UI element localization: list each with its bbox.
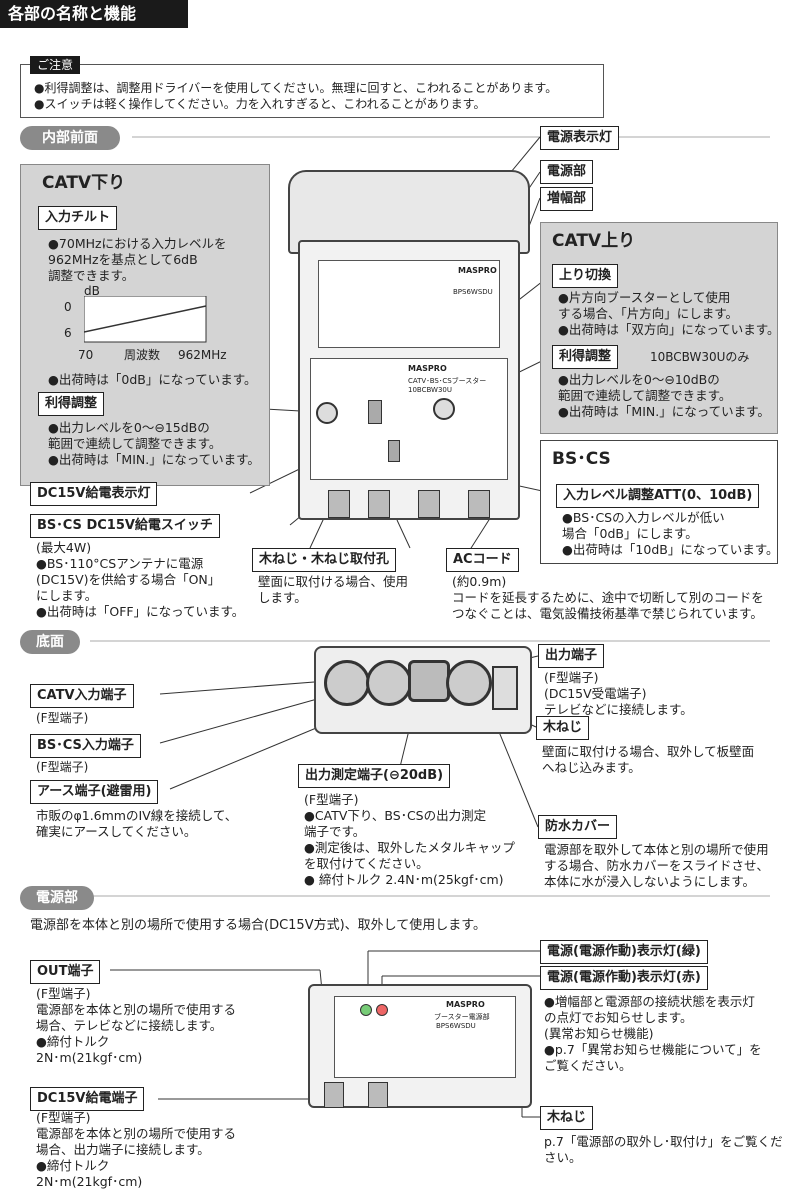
measure-text: (F型端子) ●CATV下り、BS･CSの出力測定 端子です。 ●測定後は、取外…	[304, 792, 515, 887]
att-text: ●BS･CSの入力レベルが低い 場合「0dB」にします。 ●出荷時は「10dB」…	[562, 510, 779, 557]
f-connector-icon	[468, 490, 490, 518]
catv-up-gain-label: 利得調整	[552, 345, 619, 369]
power-screw-text: p.7「電源部の取外し･取付け」をご覧くだ さい。	[544, 1134, 783, 1165]
bscs-title: BS･CS	[552, 449, 611, 469]
catv-down-title: CATV下り	[42, 173, 126, 193]
amp-unit-label: 増幅部	[540, 187, 594, 211]
input-tilt-label: 入力チルト	[38, 206, 118, 230]
bottom-screw-label: 木ねじ	[536, 716, 590, 740]
bscs-input-connector-icon	[366, 660, 412, 706]
section-bottom-pill: 底面	[20, 630, 80, 654]
power-unit-label: 電源部	[540, 160, 594, 184]
out-terminal-text: (F型端子) 電源部を本体と別の場所で使用する 場合、テレビなどに接続します。 …	[36, 986, 237, 1065]
catv-in-text: (F型端子)	[36, 711, 89, 725]
dc15v-terminal-label: DC15V給電端子	[30, 1087, 145, 1111]
up-switch-icon[interactable]	[368, 400, 382, 424]
earth-label: アース端子(避雷用)	[30, 780, 159, 804]
graph-x2: 962MHz	[178, 348, 227, 362]
catv-up-gain-text: ●出力レベルを0〜⊖10dBの 範囲で連続して調整できます。 ●出荷時は「MIN…	[558, 372, 770, 419]
input-tilt-text: ●70MHzにおける入力レベルを 962MHzを基点として6dB 調整できます。	[48, 236, 227, 283]
measure-connector-icon	[408, 660, 450, 702]
caution-box	[20, 64, 604, 118]
power-lamp-label: 電源表示灯	[540, 126, 620, 150]
caution-text: ●利得調整は、調整用ドライバーを使用してください。無理に回すと、こわれることがあ…	[34, 81, 558, 111]
catv-in-label: CATV入力端子	[30, 684, 134, 708]
up-switch-label: 上り切換	[552, 264, 619, 288]
lamp-text: ●増幅部と電源部の接続状態を表示灯 の点灯でお知らせします。 (異常お知らせ機能…	[544, 994, 762, 1073]
catv-up-panel	[540, 222, 778, 434]
att-switch-icon[interactable]	[388, 440, 400, 462]
section-power-pill: 電源部	[20, 886, 94, 910]
catv-down-factory: ●出荷時は「0dB」になっています。	[48, 372, 257, 387]
catv-up-title: CATV上り	[552, 231, 636, 251]
screw-hole-text: 壁面に取付ける場合、使用 します。	[258, 574, 409, 605]
f-connector-icon	[328, 490, 350, 518]
f-connector-icon	[418, 490, 440, 518]
catv-input-connector-icon	[324, 660, 370, 706]
output-label: 出力端子	[538, 644, 605, 668]
graph-unit: dB	[84, 284, 100, 298]
out-terminal-label: OUT端子	[30, 960, 101, 984]
dc15v-connector-icon	[368, 1082, 388, 1108]
output-connector-icon	[446, 660, 492, 706]
screw-hole-label: 木ねじ・木ねじ取付孔	[252, 548, 397, 572]
device-front-illustration: MASPRO BPS6WSDU MASPRO CATV･BS･CSブースター 1…	[288, 170, 530, 520]
waterproof-cover-icon	[492, 666, 518, 710]
graph-y0: 0	[64, 300, 72, 314]
catv-up-gain-knob-icon[interactable]	[433, 398, 455, 420]
power-unit-illustration: MASPRO ブースター電源部 BPS6WSDU	[308, 984, 532, 1108]
red-lamp-icon	[376, 1004, 388, 1016]
bottom-screw-text: 壁面に取付ける場合、取外して板壁面 へねじ込みます。	[542, 744, 755, 775]
catv-down-gain-knob-icon[interactable]	[316, 402, 338, 424]
dc15v-lamp-label: DC15V給電表示灯	[30, 482, 158, 506]
bscs-in-text: (F型端子)	[36, 760, 89, 774]
page-title: 各部の名称と機能	[0, 0, 188, 28]
caution-tag: ご注意	[30, 56, 80, 74]
bscs-in-label: BS･CS入力端子	[30, 734, 141, 758]
ac-cord-text: (約0.9m) コードを延長するために、途中で切断して別のコードを つなぐことは…	[452, 574, 764, 621]
dc15v-terminal-text: (F型端子) 電源部を本体と別の場所で使用する 場合、出力端子に接続します。 ●…	[36, 1110, 237, 1189]
catv-down-gain-label: 利得調整	[38, 392, 105, 416]
section-front-pill: 内部前面	[20, 126, 120, 150]
up-switch-text: ●片方向ブースターとして使用 する場合、「片方向」にします。 ●出荷時は「双方向…	[558, 290, 780, 337]
output-text: (F型端子) (DC15V受電端子) テレビなどに接続します。	[544, 670, 693, 717]
power-screw-label: 木ねじ	[540, 1106, 594, 1130]
red-lamp-label: 電源(電源作動)表示灯(赤)	[540, 966, 708, 990]
waterproof-cover-label: 防水カバー	[538, 815, 618, 839]
measure-label: 出力測定端子(⊖20dB)	[298, 764, 451, 788]
out-connector-icon	[324, 1082, 344, 1108]
green-lamp-label: 電源(電源作動)表示灯(緑)	[540, 940, 708, 964]
ac-cord-label: ACコード	[446, 548, 519, 572]
catv-down-gain-text: ●出力レベルを0〜⊖15dBの 範囲で連続して調整できます。 ●出荷時は「MIN…	[48, 420, 260, 467]
graph-y6: 6	[64, 326, 72, 340]
catv-up-gain-note: 10BCBW30Uのみ	[650, 350, 750, 364]
bscs-switch-text: (最大4W) ●BS･110°CSアンテナに電源 (DC15V)を供給する場合「…	[36, 540, 245, 619]
earth-text: 市販のφ1.6mmのIV線を接続して、 確実にアースしてください。	[36, 808, 238, 839]
bscs-switch-label: BS･CS DC15V給電スイッチ	[30, 514, 220, 538]
power-intro: 電源部を本体と別の場所で使用する場合(DC15V方式)、取外して使用します。	[30, 918, 486, 933]
graph-xmid: 周波数	[124, 348, 161, 362]
graph-x1: 70	[78, 348, 94, 362]
green-lamp-icon	[360, 1004, 372, 1016]
waterproof-cover-text: 電源部を取外して本体と別の場所で使用 する場合、防水カバーをスライドさせ、 本体…	[544, 842, 770, 889]
tilt-graph	[84, 296, 207, 343]
device-bottom-illustration	[314, 646, 532, 734]
f-connector-icon	[368, 490, 390, 518]
att-label: 入力レベル調整ATT(0、10dB)	[556, 484, 760, 508]
